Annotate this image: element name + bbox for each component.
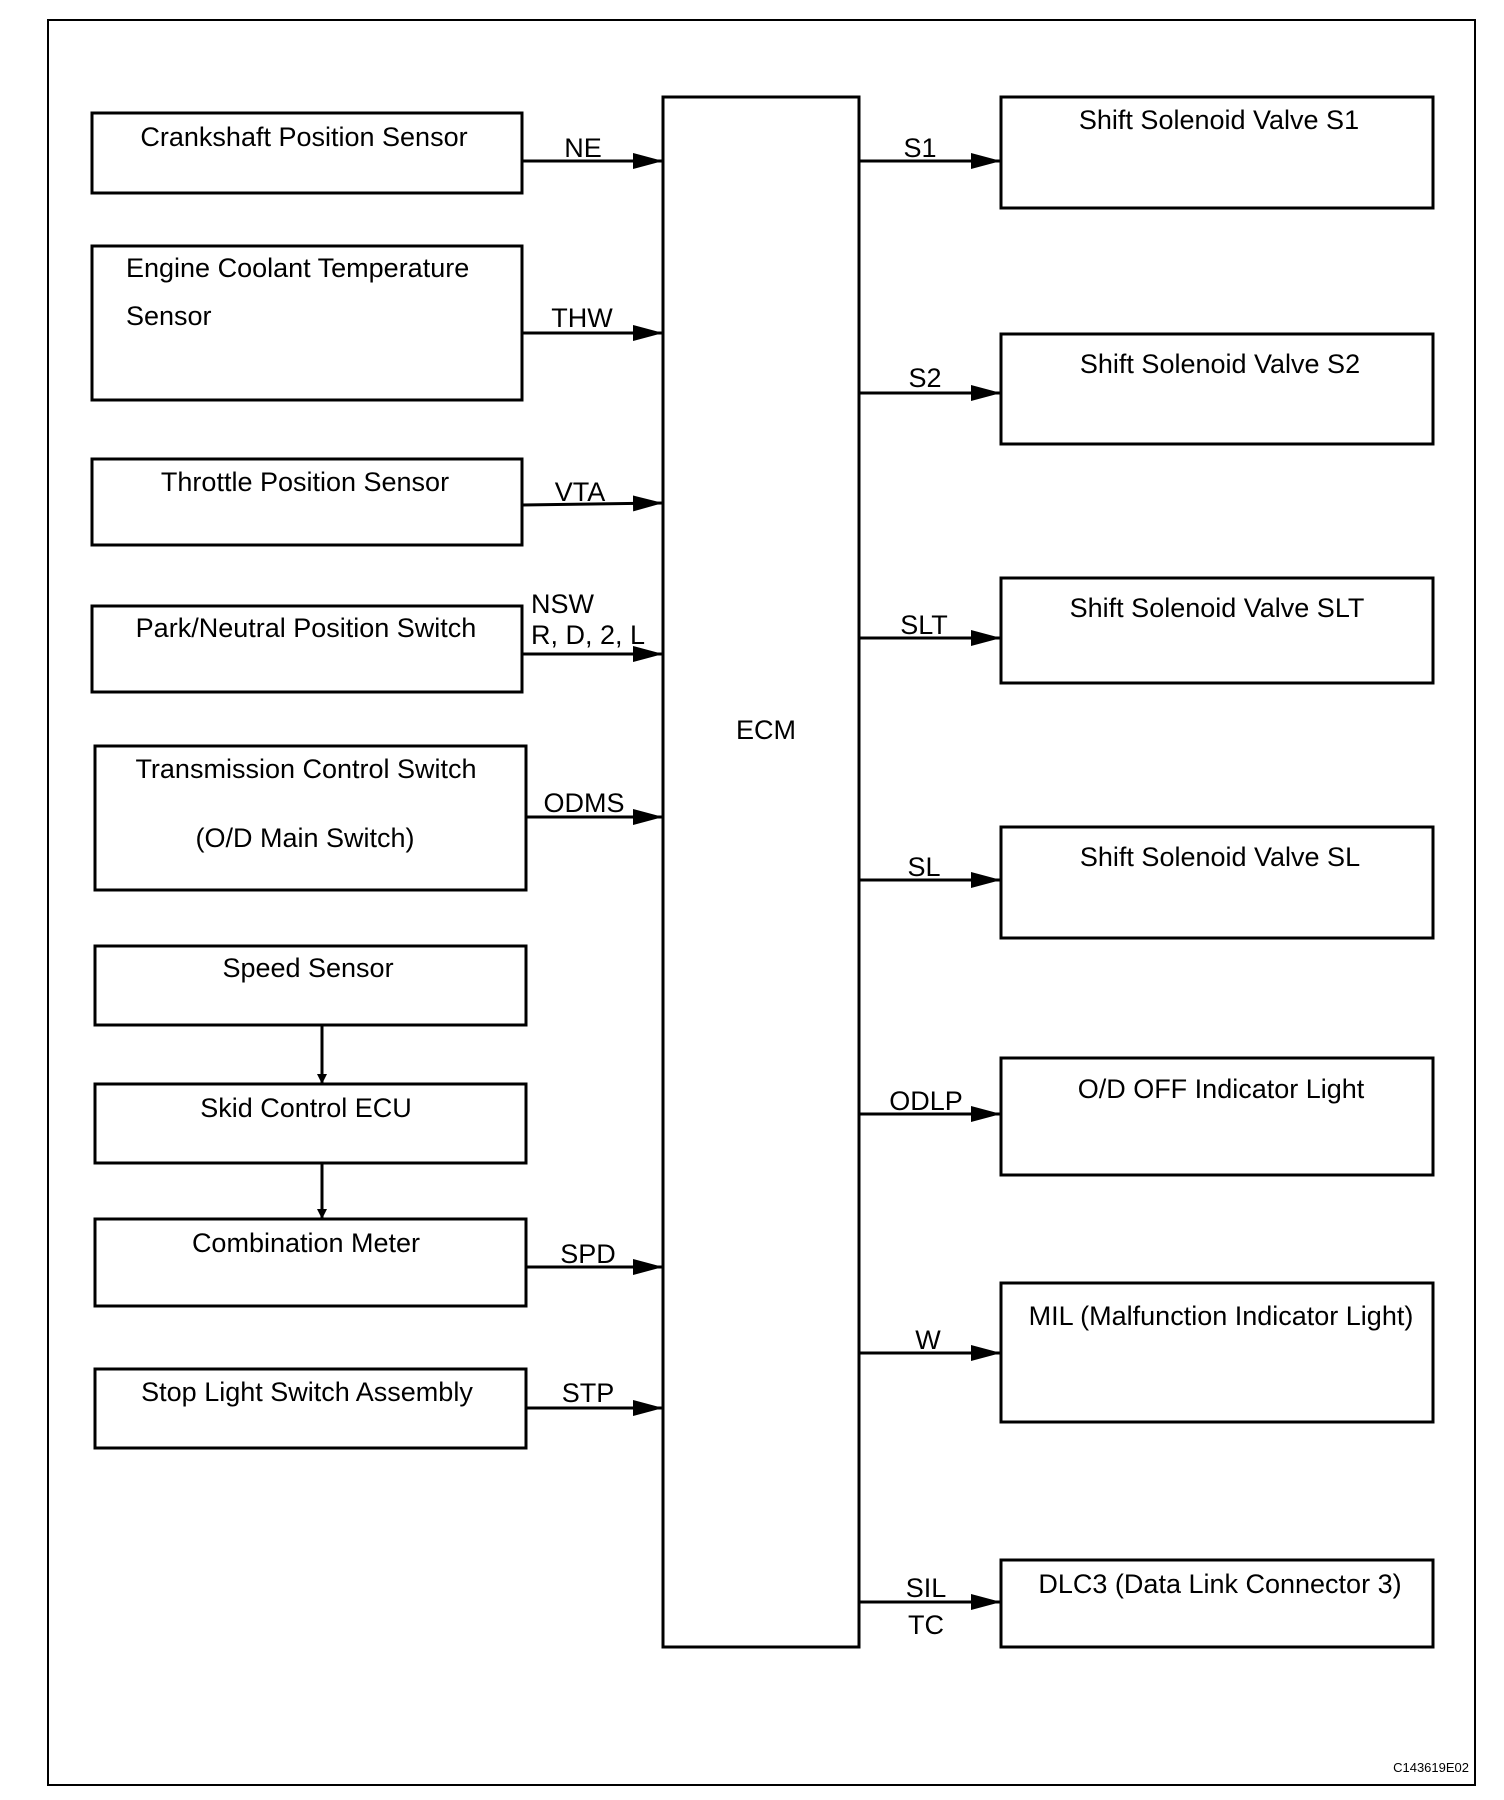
box-label: Shift Solenoid Valve SL — [1080, 842, 1360, 872]
signal-label: NE — [564, 133, 602, 163]
input-throttle-position-sensor: Throttle Position Sensor — [90, 457, 524, 547]
signal-sl: SL — [859, 852, 1001, 888]
signal-nsw: NSW R, D, 2, L — [522, 589, 663, 662]
signal-label: SPD — [560, 1239, 616, 1269]
signal-label: R, D, 2, L — [531, 620, 645, 650]
signal-label: STP — [562, 1378, 615, 1408]
output-shift-solenoid-valve-s1: Shift Solenoid Valve S1 — [999, 95, 1435, 210]
signal-ne: NE — [522, 133, 663, 169]
signal-s1: S1 — [859, 133, 1001, 169]
input-engine-coolant-temperature-sensor: Engine Coolant Temperature Sensor — [90, 244, 524, 402]
signal-label: S2 — [908, 363, 941, 393]
signal-vta: VTA — [521, 477, 664, 512]
signal-label: SIL — [906, 1573, 947, 1603]
box-label: Shift Solenoid Valve S2 — [1080, 349, 1360, 379]
box-label: Crankshaft Position Sensor — [140, 122, 467, 152]
output-shift-solenoid-valve-s2: Shift Solenoid Valve S2 — [999, 332, 1435, 446]
signal-label: SLT — [900, 610, 948, 640]
input-stop-light-switch-assembly: Stop Light Switch Assembly — [93, 1367, 528, 1450]
signal-label: W — [915, 1325, 941, 1355]
signal-label: TC — [908, 1610, 944, 1640]
signal-odlp: ODLP — [859, 1086, 1001, 1122]
output-mil: MIL (Malfunction Indicator Light) — [999, 1281, 1435, 1424]
box-label: Stop Light Switch Assembly — [141, 1377, 473, 1407]
box-label: Speed Sensor — [222, 953, 393, 983]
signal-sil-tc: SIL TC — [859, 1573, 1001, 1640]
box-label: Shift Solenoid Valve SLT — [1070, 593, 1365, 623]
signal-odms: ODMS — [526, 788, 663, 825]
signal-label: SL — [907, 852, 940, 882]
box-label: DLC3 (Data Link Connector 3) — [1038, 1569, 1401, 1599]
box-label: (O/D Main Switch) — [195, 823, 414, 853]
figure-code: C143619E02 — [1393, 1760, 1469, 1775]
signal-label: ODMS — [544, 788, 625, 818]
output-dlc3: DLC3 (Data Link Connector 3) — [999, 1558, 1435, 1649]
input-combination-meter: Combination Meter — [93, 1217, 528, 1308]
box-label: Park/Neutral Position Switch — [136, 613, 477, 643]
input-transmission-control-switch: Transmission Control Switch (O/D Main Sw… — [93, 744, 528, 892]
signal-slt: SLT — [859, 610, 1001, 646]
box-label: Shift Solenoid Valve S1 — [1079, 105, 1359, 135]
signal-label: THW — [551, 303, 613, 333]
box-label: Sensor — [126, 301, 212, 331]
output-shift-solenoid-valve-sl: Shift Solenoid Valve SL — [999, 825, 1435, 940]
ecm-label: ECM — [736, 715, 796, 745]
output-od-off-indicator-light: O/D OFF Indicator Light — [999, 1056, 1435, 1177]
box-label: O/D OFF Indicator Light — [1078, 1074, 1365, 1104]
signal-label: ODLP — [889, 1086, 963, 1116]
diagram-frame — [47, 19, 1476, 1786]
signal-stp: STP — [526, 1378, 663, 1416]
output-shift-solenoid-valve-slt: Shift Solenoid Valve SLT — [999, 576, 1435, 685]
box-label: Combination Meter — [192, 1228, 420, 1258]
input-speed-sensor: Speed Sensor — [93, 944, 528, 1027]
input-crankshaft-position-sensor: Crankshaft Position Sensor — [90, 111, 524, 195]
signal-spd: SPD — [526, 1239, 663, 1275]
input-skid-control-ecu: Skid Control ECU — [93, 1082, 528, 1165]
signal-label: NSW — [531, 589, 595, 619]
box-label: Transmission Control Switch — [135, 754, 476, 784]
box-label: Skid Control ECU — [200, 1093, 412, 1123]
ecm-block — [661, 95, 861, 1649]
signal-w: W — [859, 1325, 1001, 1361]
box-label: Engine Coolant Temperature — [126, 253, 469, 283]
signal-label: VTA — [555, 477, 606, 507]
input-park-neutral-position-switch: Park/Neutral Position Switch — [90, 604, 524, 694]
signal-s2: S2 — [859, 363, 1001, 401]
signal-thw: THW — [522, 303, 663, 341]
box-label: Throttle Position Sensor — [161, 467, 449, 497]
signal-label: S1 — [903, 133, 936, 163]
box-label: MIL (Malfunction Indicator Light) — [1029, 1301, 1414, 1331]
